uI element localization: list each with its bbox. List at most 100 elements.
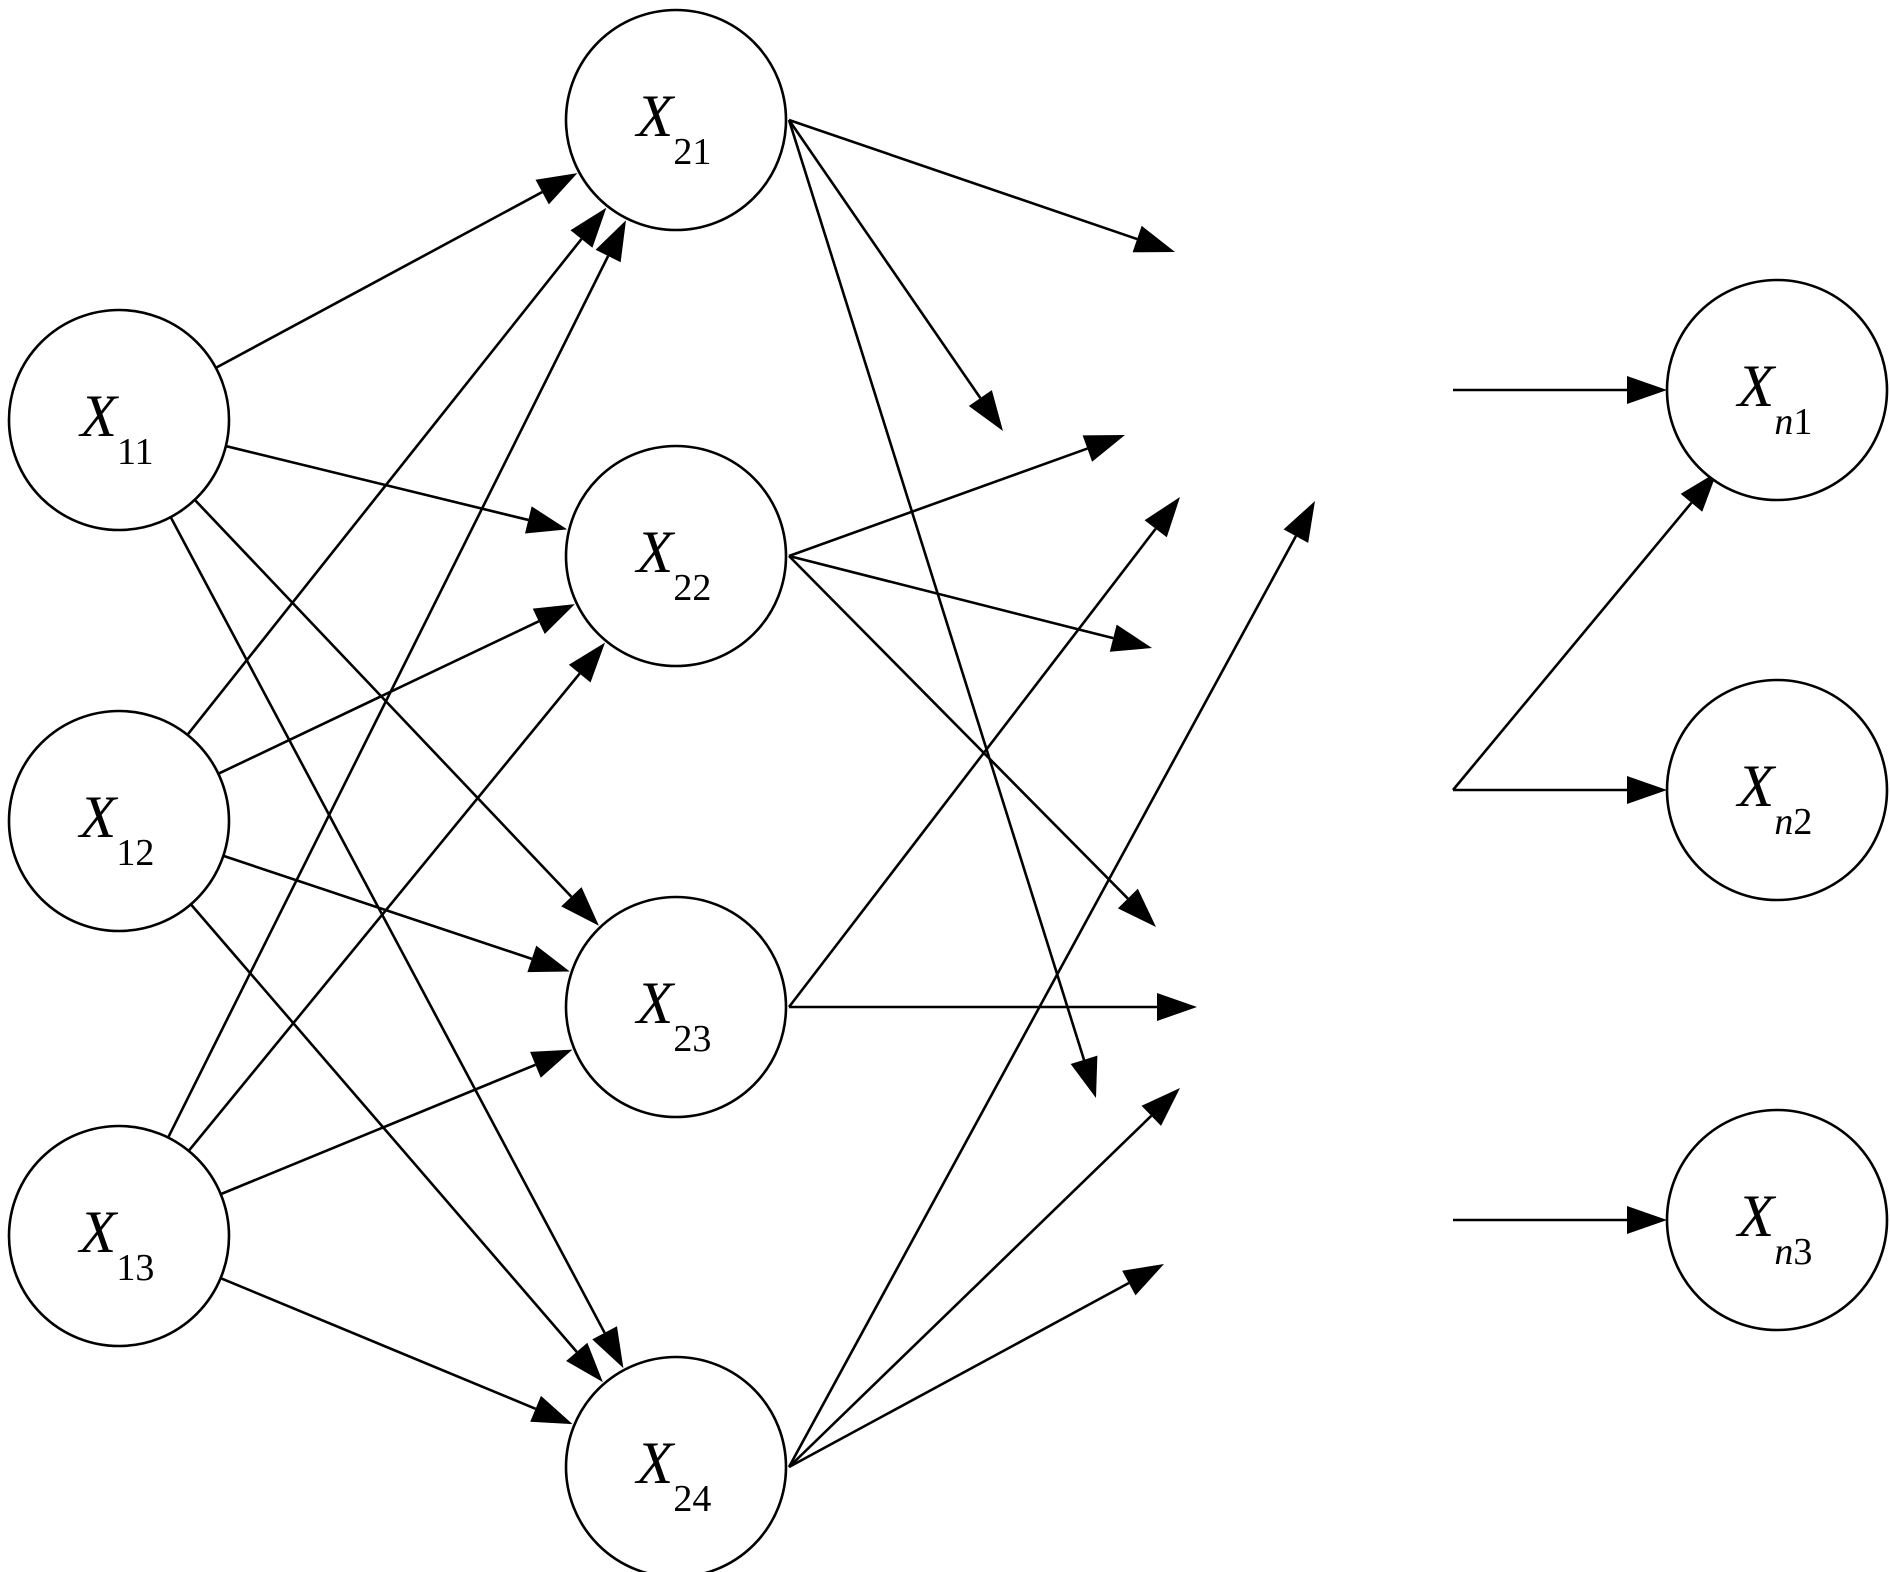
edge-x13-x22 (186, 642, 606, 1154)
arrowhead (1109, 624, 1152, 652)
node-sub-italic: n (1774, 401, 1793, 443)
node-sub: 13 (116, 1247, 154, 1289)
arrowhead (566, 1342, 603, 1383)
edge-x12-x22 (215, 604, 575, 776)
node-circle (1665, 678, 1889, 902)
edge-line (787, 119, 1086, 1061)
edge-stub-14 (1453, 776, 1667, 804)
node-circle (564, 1355, 788, 1572)
node-var: X (1736, 753, 1777, 819)
edge-line (215, 620, 540, 776)
edge-line (788, 118, 1138, 241)
node-circle (564, 8, 788, 232)
arrowhead (530, 1395, 573, 1425)
node-x12: X12 (7, 709, 231, 933)
node-label: X11 (78, 383, 153, 473)
node-sub: 24 (673, 1478, 711, 1520)
node-circle (1665, 1108, 1889, 1332)
edge-line (788, 447, 1088, 558)
edge-stub-1 (788, 118, 1175, 253)
edge-line (788, 1281, 1130, 1469)
arrowhead (1144, 497, 1180, 538)
arrowhead (568, 642, 606, 683)
node-sub: 1 (1793, 401, 1812, 443)
arrowhead (968, 390, 1003, 431)
edge-stub-15 (1453, 1206, 1667, 1234)
node-label: X21 (635, 83, 712, 173)
arrowhead (525, 506, 568, 534)
node-x24: X24 (564, 1355, 788, 1572)
node-label: X24 (635, 1430, 712, 1520)
edge-x11-x21 (213, 173, 578, 371)
edge-line (218, 1276, 537, 1410)
edge-x12-x21 (185, 207, 607, 738)
node-label: Xn2 (1736, 753, 1813, 843)
edge-line (787, 119, 982, 399)
edge-x11-x22 (223, 444, 568, 534)
node-sub-italic: n (1774, 1231, 1793, 1273)
node-var: X (635, 1430, 676, 1496)
edge-line (788, 555, 1129, 900)
node-var: X (1736, 1183, 1777, 1249)
edge-x12-x23 (220, 853, 570, 973)
node-sub: 12 (116, 832, 154, 874)
edge-stub-6 (788, 555, 1156, 927)
edge-stub-12 (1453, 376, 1667, 404)
node-circle (564, 895, 788, 1119)
node-sub: 3 (1793, 1231, 1812, 1273)
node-sub: 23 (673, 1018, 711, 1060)
arrowhead (570, 207, 607, 248)
edge-x11-x23 (192, 497, 599, 926)
arrowhead (1141, 1088, 1180, 1126)
edge-line (213, 190, 543, 371)
arrowhead (530, 1049, 573, 1078)
arrowhead (527, 945, 570, 973)
arrowhead (1627, 776, 1667, 804)
node-var: X (635, 519, 676, 585)
arrowhead (1070, 1055, 1098, 1098)
edge-line (788, 554, 1114, 640)
node-label: X12 (78, 784, 155, 874)
node-var: X (635, 970, 676, 1036)
edge-line (168, 514, 606, 1334)
edge-stub-8 (787, 497, 1180, 1008)
arrowhead (1122, 1264, 1164, 1296)
edge-stub-10 (788, 1088, 1180, 1468)
node-var: X (78, 1199, 119, 1265)
node-xn3: Xn3 (1665, 1108, 1889, 1332)
arrowhead (1680, 472, 1717, 512)
node-x21: X21 (564, 8, 788, 232)
edge-line (223, 444, 529, 522)
arrowhead (1157, 993, 1197, 1021)
edge-x11-x24 (168, 514, 624, 1369)
edge-line (185, 238, 583, 738)
arrowhead (1627, 376, 1667, 404)
arrowhead (1117, 888, 1156, 927)
edge-x13-x23 (218, 1049, 573, 1197)
edge-stub-9 (787, 501, 1315, 1468)
node-x22: X22 (564, 444, 788, 668)
node-label: Xn3 (1736, 1183, 1813, 1273)
arrowhead (1132, 225, 1175, 253)
edge-stub-2 (787, 119, 1003, 431)
arrowhead (535, 173, 578, 205)
node-label: X23 (635, 970, 712, 1060)
node-sub: 22 (673, 567, 711, 609)
edge-stub-5 (788, 554, 1152, 652)
node-var: X (78, 383, 119, 449)
edge-stub-13 (1451, 472, 1717, 791)
edge-line (220, 853, 533, 961)
arrowhead (1627, 1206, 1667, 1234)
node-x13: X13 (7, 1124, 231, 1348)
node-sub: 2 (1793, 801, 1812, 843)
arrowhead (592, 1326, 624, 1369)
edge-line (186, 672, 581, 1154)
edge-x12-x24 (188, 901, 603, 1383)
node-xn2: Xn2 (1665, 678, 1889, 902)
node-sub: 11 (117, 431, 154, 473)
node-circle (564, 444, 788, 668)
edge-x13-x21 (165, 220, 626, 1141)
edge-line (787, 535, 1298, 1468)
arrowhead (1283, 501, 1315, 543)
